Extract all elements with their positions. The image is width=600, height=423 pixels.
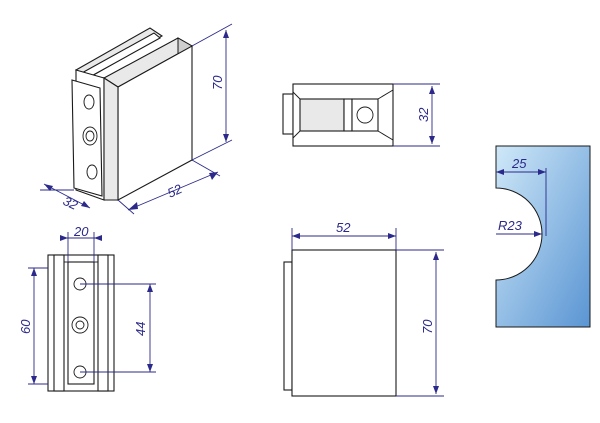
top-view: 32 xyxy=(282,83,440,147)
top-chamfer-2 xyxy=(377,130,394,141)
iso-hole-middle-inner xyxy=(85,130,95,142)
side-hole-middle-icon xyxy=(71,316,89,334)
iso-ext-top xyxy=(191,23,233,47)
top-screw-box xyxy=(351,98,379,132)
iso-front-plate xyxy=(71,79,103,197)
iso-height-label: 70 xyxy=(210,75,225,90)
glass-panel xyxy=(495,145,591,328)
cutout-arrow-25b xyxy=(538,169,546,175)
front-arrow-52a xyxy=(292,233,300,239)
top-arrow-1 xyxy=(429,86,435,94)
iso-hole-middle xyxy=(82,126,98,146)
side-left-rail xyxy=(53,254,65,392)
iso-arrow-d2 xyxy=(81,201,90,208)
iso-dim-width-line xyxy=(127,171,219,211)
top-chamfer-1 xyxy=(377,89,394,100)
iso-arrow-w2 xyxy=(209,172,218,180)
side-arrow-20b xyxy=(94,235,102,241)
front-view: 52 70 xyxy=(283,220,444,397)
isometric-view: 70 32 52 xyxy=(40,23,233,215)
side-arrow-60b xyxy=(31,376,37,384)
top-divider xyxy=(343,98,353,132)
iso-ext-bottom xyxy=(191,139,233,161)
side-arrow-20a xyxy=(60,235,68,241)
iso-hole-top xyxy=(83,94,95,110)
side-width-label: 20 xyxy=(73,224,89,239)
side-arrow-44a xyxy=(147,284,153,292)
front-height-label: 70 xyxy=(420,319,435,334)
iso-hole-bottom xyxy=(86,164,98,180)
front-plate xyxy=(283,261,293,391)
iso-ext-w1 xyxy=(117,199,135,215)
side-hole-spacing-label: 44 xyxy=(133,322,148,336)
side-view: 20 60 44 xyxy=(18,224,156,392)
iso-arrow-h1 xyxy=(223,30,229,38)
cutout-radius-arrow xyxy=(534,231,542,237)
top-depth-label: 32 xyxy=(416,107,431,122)
iso-depth-label: 32 xyxy=(61,193,81,213)
side-arrow-60a xyxy=(31,268,37,276)
side-right-rail xyxy=(97,254,109,392)
iso-gap xyxy=(103,76,119,201)
front-arrow-70b xyxy=(433,386,439,394)
side-height-label: 60 xyxy=(18,319,33,334)
front-arrow-52b xyxy=(388,233,396,239)
iso-arrow-d1 xyxy=(44,184,53,191)
iso-width-label: 52 xyxy=(165,181,185,201)
top-plate xyxy=(282,93,294,135)
top-chamfer-4 xyxy=(292,130,301,139)
side-hole-middle-inner xyxy=(75,320,85,330)
front-body xyxy=(291,249,397,397)
glass-cutout-view: 25 R23 xyxy=(495,145,591,328)
front-arrow-70a xyxy=(433,252,439,260)
iso-arrow-w1 xyxy=(128,202,138,210)
cutout-arrow-25a xyxy=(496,169,504,175)
front-width-label: 52 xyxy=(336,220,351,235)
cutout-radius-label: R23 xyxy=(498,218,523,233)
top-arrow-2 xyxy=(429,136,435,144)
iso-arrow-h2 xyxy=(223,134,229,142)
top-chamfer-3 xyxy=(292,91,301,100)
cutout-width-label: 25 xyxy=(511,156,527,171)
side-arrow-44b xyxy=(147,364,153,372)
top-screw-icon xyxy=(356,106,374,124)
top-slot-left xyxy=(299,98,345,132)
